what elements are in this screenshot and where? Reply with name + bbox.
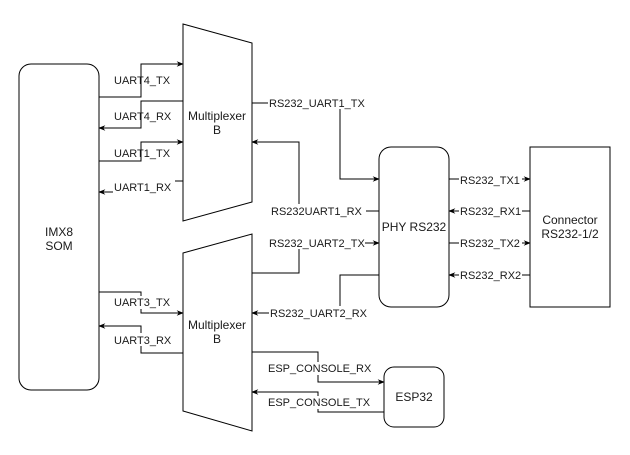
label-esp-console-rx: ESP_CONSOLE_RX bbox=[268, 363, 372, 375]
wire-uart1-tx bbox=[99, 139, 184, 162]
imx8-label: IMX8 bbox=[45, 225, 73, 239]
wire-uart4-rx bbox=[98, 100, 183, 131]
label-rs232-rx1: RS232_RX1 bbox=[460, 206, 521, 218]
esp32-block[interactable]: ESP32 bbox=[383, 366, 445, 428]
label-esp-console-tx: ESP_CONSOLE_TX bbox=[268, 397, 371, 409]
connector-sublabel: RS232-1/2 bbox=[541, 227, 599, 241]
multiplexer-bottom-block[interactable]: Multiplexer B bbox=[182, 233, 253, 432]
label-uart3-tx: UART3_TX bbox=[114, 297, 171, 309]
connector-label: Connector bbox=[542, 213, 597, 227]
label-rs232-uart1-tx: RS232_UART1_TX bbox=[269, 98, 365, 110]
mux-top-label: Multiplexer bbox=[188, 109, 246, 123]
label-uart1-tx: UART1_TX bbox=[114, 148, 171, 160]
phy-label: PHY RS232 bbox=[382, 220, 447, 234]
wire-uart4-tx bbox=[99, 61, 184, 98]
label-uart4-rx: UART4_RX bbox=[114, 111, 172, 123]
mux-bottom-label: Multiplexer bbox=[188, 318, 246, 332]
label-rs232-rx2: RS232_RX2 bbox=[460, 270, 521, 282]
label-uart3-rx: UART3_RX bbox=[114, 335, 172, 347]
esp32-label: ESP32 bbox=[395, 390, 433, 404]
label-rs232-uart1-rx: RS232UART1_RX bbox=[271, 206, 363, 218]
wire-rs232-uart1-tx bbox=[252, 102, 380, 182]
imx8-som-block[interactable]: IMX8 SOM bbox=[18, 63, 100, 391]
wire-rs232-uart1-rx bbox=[251, 139, 379, 212]
label-uart1-rx: UART1_RX bbox=[114, 182, 172, 194]
connector-block[interactable]: Connector RS232-1/2 bbox=[529, 146, 611, 308]
label-rs232-tx2: RS232_TX2 bbox=[460, 238, 520, 250]
som-label: SOM bbox=[45, 239, 72, 253]
label-rs232-tx1: RS232_TX1 bbox=[460, 175, 520, 187]
label-rs232-uart2-tx: RS232_UART2_TX bbox=[269, 238, 365, 250]
phy-rs232-block[interactable]: PHY RS232 bbox=[378, 146, 450, 308]
label-rs232-uart2-rx: RS232_UART2_RX bbox=[270, 308, 368, 320]
mux-bottom-sublabel: B bbox=[213, 332, 221, 346]
multiplexer-top-block[interactable]: Multiplexer B bbox=[182, 23, 253, 222]
label-uart4-tx: UART4_TX bbox=[114, 75, 171, 87]
mux-top-sublabel: B bbox=[213, 123, 221, 137]
